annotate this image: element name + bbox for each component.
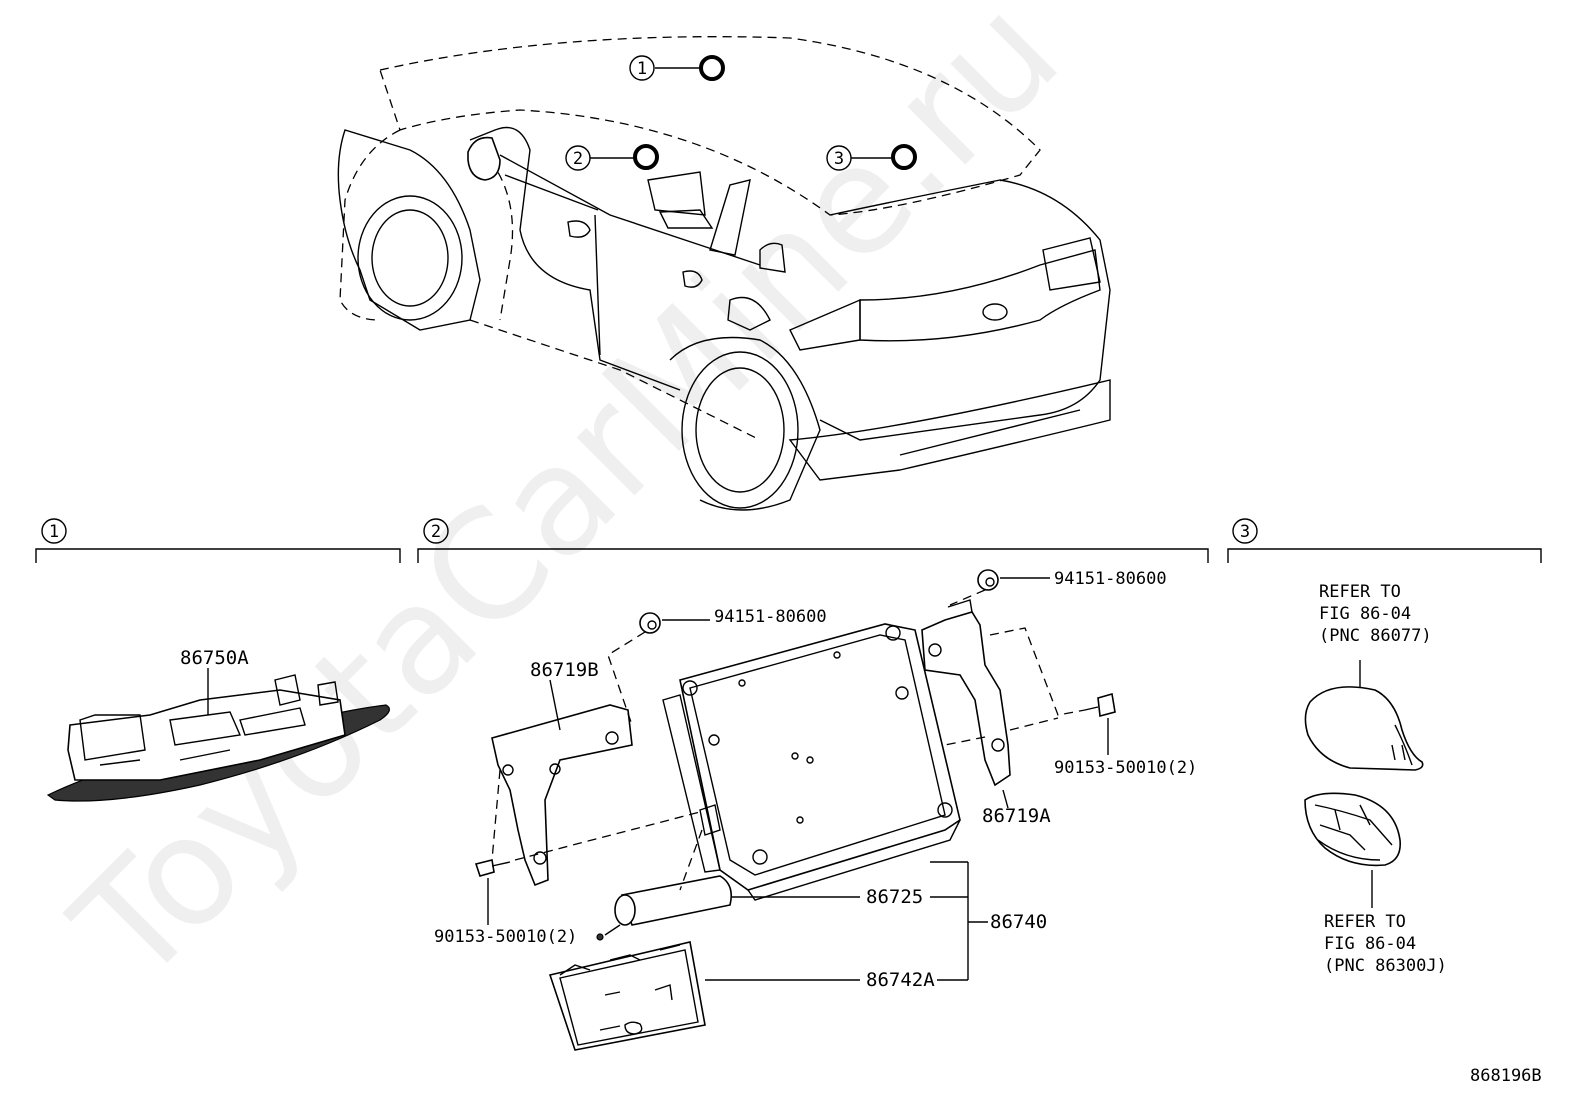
section-3-header: 3	[1227, 518, 1542, 563]
part-label-86742A[interactable]: 86742A	[866, 969, 935, 991]
cylinder-86725-illustration	[596, 875, 733, 941]
refer-bottom-line-2: FIG 86-04	[1324, 934, 1416, 954]
location-marker-1	[699, 55, 725, 81]
bolt-90153-right	[1084, 692, 1116, 718]
refer-note-bottom: REFER TO FIG 86-04 (PNC 86300J)	[1324, 912, 1447, 976]
bracket-86719B-illustration	[491, 704, 633, 887]
part-label-86719B[interactable]: 86719B	[530, 659, 599, 681]
refer-bottom-line-1: REFER TO	[1324, 912, 1406, 932]
refer-top-line-2: FIG 86-04	[1319, 604, 1411, 624]
callout-3-number: 3	[834, 149, 844, 169]
section-1-number: 1	[49, 522, 59, 542]
section-1-header: 1	[35, 518, 401, 563]
shark-fin-antenna-illustration	[1304, 686, 1424, 771]
section-3-number: 3	[1240, 522, 1250, 542]
part-86750A-illustration	[46, 674, 390, 802]
nut-94151-right	[977, 569, 999, 591]
location-marker-3	[891, 144, 917, 170]
callout-1-number: 1	[637, 59, 647, 79]
callout-circle-3	[826, 145, 852, 171]
callout-2-number: 2	[573, 149, 583, 169]
assembly-guide-lines	[491, 589, 1086, 891]
part-label-90153-50010-right[interactable]: 90153-50010(2)	[1054, 758, 1197, 778]
location-marker-2	[633, 144, 659, 170]
antenna-base-illustration	[1304, 792, 1402, 867]
part-label-86740[interactable]: 86740	[990, 911, 1047, 933]
nut-94151-left	[639, 612, 661, 634]
control-unit-illustration	[662, 623, 961, 901]
refer-top-line-1: REFER TO	[1319, 582, 1401, 602]
refer-top-line-3[interactable]: (PNC 86077)	[1319, 626, 1432, 646]
refer-note-top: REFER TO FIG 86-04 (PNC 86077)	[1319, 582, 1432, 646]
callout-circle-2	[565, 145, 591, 171]
diagram-id: 868196B	[1470, 1066, 1542, 1086]
part-label-86719A[interactable]: 86719A	[982, 805, 1051, 827]
bracket-86719A-illustration	[921, 599, 1011, 787]
part-label-94151-80600-left[interactable]: 94151-80600	[714, 607, 827, 627]
vehicle-illustration: 1 2 3	[337, 36, 1111, 511]
part-label-90153-50010-left[interactable]: 90153-50010(2)	[434, 927, 577, 947]
section-2-header: 2	[417, 518, 1209, 563]
section-2-number: 2	[431, 522, 441, 542]
callout-circle-1	[629, 55, 655, 81]
refer-bottom-line-3[interactable]: (PNC 86300J)	[1324, 956, 1447, 976]
part-label-94151-80600-right[interactable]: 94151-80600	[1054, 569, 1167, 589]
bracket-86742A-illustration	[548, 941, 706, 1051]
bolt-90153-left	[474, 859, 511, 877]
part-label-86750A[interactable]: 86750A	[180, 647, 249, 669]
part-label-86725[interactable]: 86725	[866, 886, 923, 908]
